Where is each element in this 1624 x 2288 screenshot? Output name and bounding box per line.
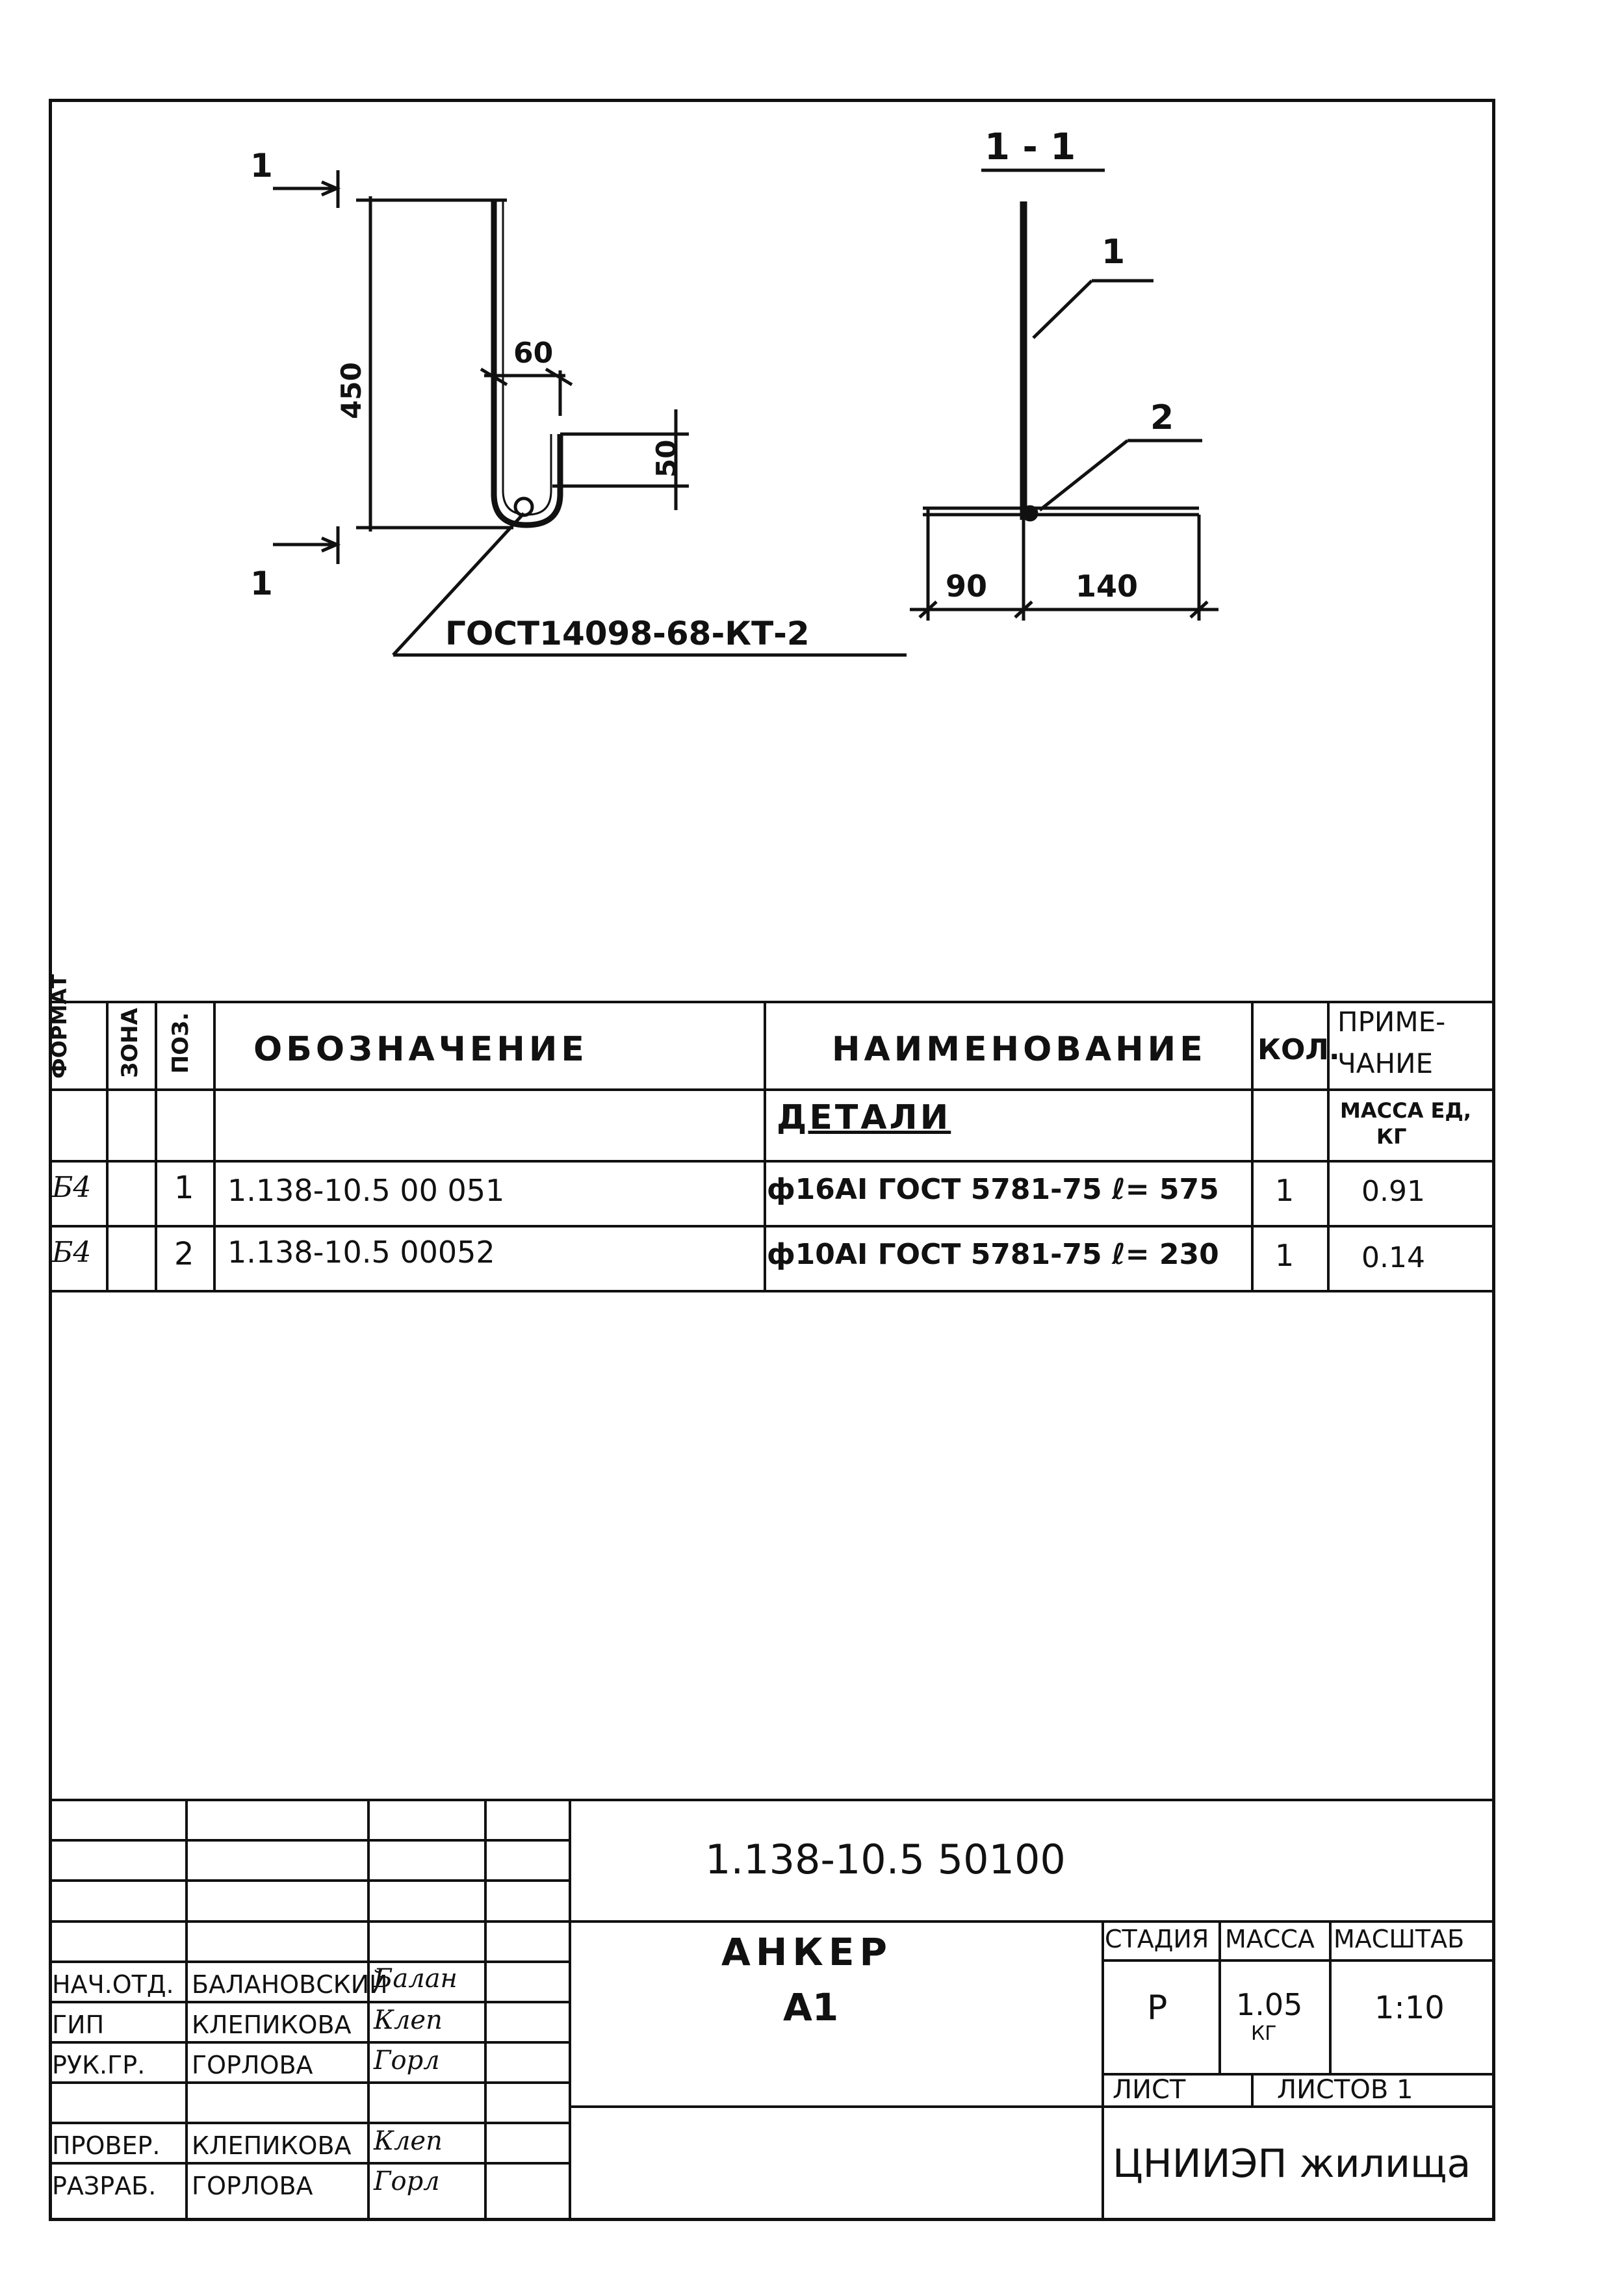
anchor-drawing: 1 1 450 60 50 ГОСТ14098-68-КТ-2 1 - 1 1 … — [250, 126, 1218, 657]
row-1-mass: 0.91 — [1361, 1175, 1425, 1208]
name-chief-engineer: КЛЕПИКОВА — [192, 2011, 352, 2039]
row-1-designation: 1.138-10.5 00 051 — [227, 1173, 505, 1208]
row-2-designation: 1.138-10.5 00052 — [227, 1235, 495, 1270]
dim-50-label: 50 — [651, 440, 682, 478]
item-code: А1 — [783, 1985, 839, 2029]
signature-developed-by: Горл — [374, 2166, 440, 2196]
header-format: ФОРМАТ — [47, 974, 71, 1079]
role-group-lead: РУК.ГР. — [52, 2051, 146, 2079]
row-2-qty: 1 — [1275, 1238, 1295, 1273]
row-2-format: Б4 — [52, 1236, 92, 1269]
scale-value: 1:10 — [1374, 1990, 1445, 2026]
signature-checked-by: Клеп — [374, 2126, 443, 2156]
header-designation: ОБОЗНАЧЕНИЕ — [253, 1030, 588, 1069]
name-head-dept: БАЛАНОВСКИЙ — [192, 1970, 388, 1999]
scale-label: МАСШТАБ — [1334, 1925, 1465, 1953]
name-group-lead: ГОРЛОВА — [192, 2051, 313, 2079]
mass-unit: КГ — [1251, 2022, 1277, 2045]
dim-90-label: 90 — [946, 569, 987, 604]
row-1-format: Б4 — [52, 1171, 92, 1204]
mass-unit-label-2: КГ — [1376, 1124, 1407, 1149]
row-1-qty: 1 — [1275, 1173, 1295, 1208]
row-2-pos: 2 — [174, 1236, 194, 1272]
signature-group-lead: Горл — [374, 2046, 440, 2076]
dim-140-label: 140 — [1076, 569, 1138, 604]
signature-head-dept: Балан — [374, 1964, 458, 1994]
item-name: АНКЕР — [721, 1930, 892, 1974]
cut-mark-top-label: 1 — [250, 147, 273, 185]
row-2-name: ф10АI ГОСТ 5781-75 ℓ= 230 — [767, 1238, 1219, 1271]
section-label-details: ДЕТАЛИ — [777, 1098, 951, 1137]
stage-label: СТАДИЯ — [1105, 1925, 1209, 1953]
header-name: НАИМЕНОВАНИЕ — [832, 1030, 1207, 1069]
name-checked-by: КЛЕПИКОВА — [192, 2131, 352, 2160]
name-developed-by: ГОРЛОВА — [192, 2172, 313, 2200]
mass-unit-label-1: МАССА ЕД, — [1340, 1098, 1471, 1123]
leader-label-1: 1 — [1102, 233, 1125, 272]
role-head-dept: НАЧ.ОТД. — [52, 1970, 174, 1999]
organization: ЦНИИЭП жилища — [1113, 2141, 1471, 2187]
dim-60-label: 60 — [513, 337, 553, 370]
header-qty: КОЛ. — [1257, 1033, 1340, 1066]
sheets-label: ЛИСТОВ 1 — [1277, 2075, 1413, 2105]
header-note-1: ПРИМЕ- — [1337, 1006, 1446, 1038]
header-pos: ПОЗ. — [168, 1012, 194, 1074]
weld-note: ГОСТ14098-68-КТ-2 — [445, 615, 810, 652]
stage-value: Р — [1147, 1988, 1168, 2027]
signature-chief-engineer: Клеп — [374, 2005, 443, 2035]
mass-value: 1.05 — [1236, 1987, 1303, 2022]
cut-mark-bottom-label: 1 — [250, 565, 273, 602]
row-2-mass: 0.14 — [1361, 1241, 1425, 1274]
role-chief-engineer: ГИП — [52, 2011, 105, 2039]
row-1-name: ф16АI ГОСТ 5781-75 ℓ= 575 — [767, 1173, 1219, 1206]
doc-code: 1.138-10.5 50100 — [705, 1836, 1066, 1883]
mass-label: МАССА — [1225, 1925, 1315, 1953]
header-note-2: ЧАНИЕ — [1337, 1048, 1434, 1079]
header-zone: ЗОНА — [117, 1008, 143, 1078]
role-checked-by: ПРОВЕР. — [52, 2131, 161, 2160]
sheet-label: ЛИСТ — [1113, 2075, 1186, 2105]
dim-450-label: 450 — [335, 362, 367, 419]
row-1-pos: 1 — [174, 1170, 194, 1206]
section-title: 1 - 1 — [985, 126, 1076, 168]
role-developed-by: РАЗРАБ. — [52, 2172, 157, 2200]
leader-label-2: 2 — [1150, 398, 1174, 437]
